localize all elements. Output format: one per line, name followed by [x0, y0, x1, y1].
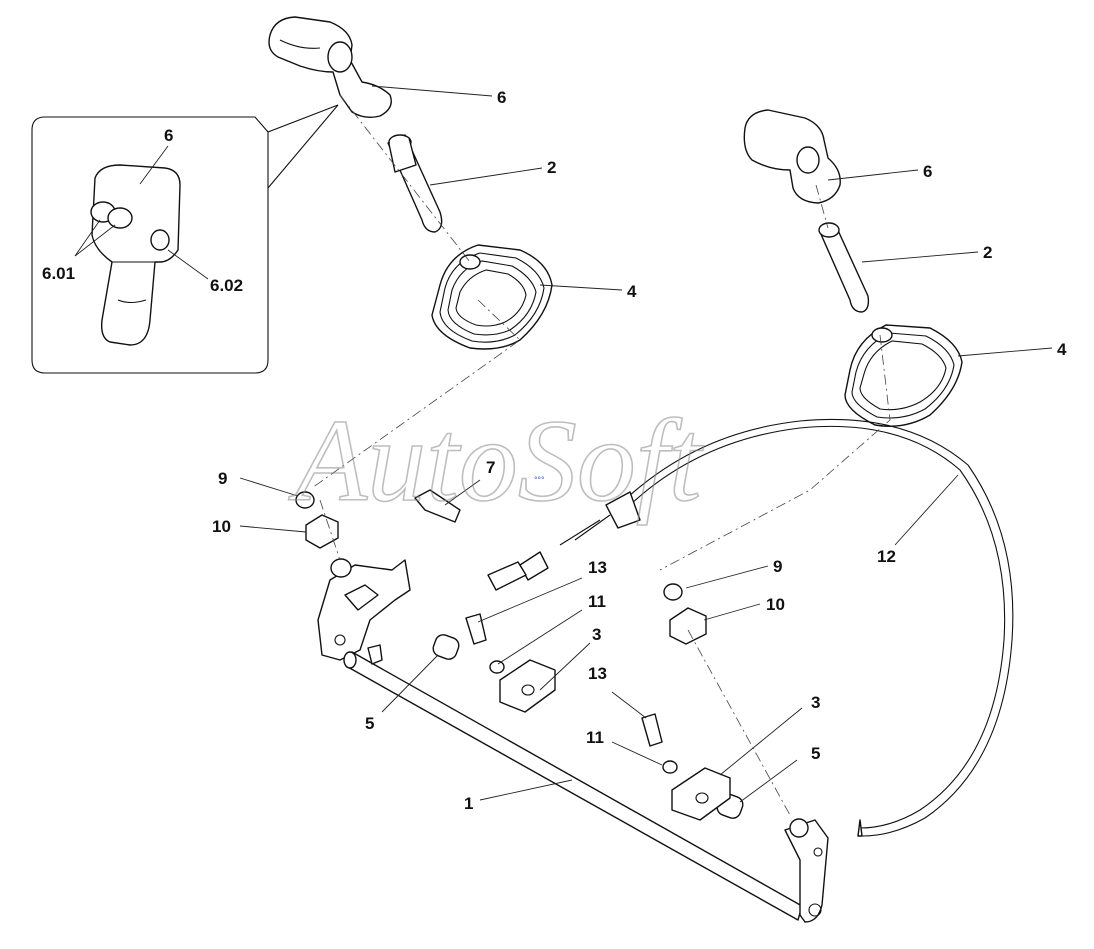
callout-3-right: 3	[811, 693, 820, 712]
callout-5-right: 5	[811, 744, 820, 763]
right-boot	[844, 324, 963, 427]
left-nut	[295, 491, 315, 509]
right-rod	[818, 222, 870, 313]
callout-6-right: 6	[923, 162, 932, 181]
right-nut	[663, 583, 683, 601]
left-boot	[431, 244, 553, 350]
callout-10-left: 10	[212, 517, 231, 536]
bolt	[414, 489, 461, 523]
autosoft-watermark: AutoSoft	[288, 395, 705, 526]
left-clamp	[499, 659, 556, 713]
callout-13-lower: 13	[588, 664, 607, 683]
left-lever-bracket	[317, 558, 411, 661]
inset-handle-icon	[90, 164, 181, 346]
watermark-mark: °°°	[534, 476, 545, 484]
callout-11-upper: 11	[588, 592, 606, 611]
callout-7: 7	[486, 458, 495, 477]
shift-cable	[487, 418, 1014, 837]
callout-6-02: 6.02	[210, 276, 243, 295]
upper-screw	[465, 613, 487, 645]
callout-9-right: 9	[773, 557, 782, 576]
callout-6-inset: 6	[164, 126, 173, 145]
callout-3-left: 3	[592, 625, 601, 644]
callout-4-left: 4	[627, 282, 637, 301]
callout-2-left: 2	[547, 158, 556, 177]
callout-13-upper: 13	[588, 558, 607, 577]
callout-12: 12	[877, 547, 896, 566]
handle-detail-inset	[31, 104, 339, 374]
right-block	[669, 607, 707, 645]
callout-2-right: 2	[983, 243, 992, 262]
callout-4-right: 4	[1057, 340, 1067, 359]
left-rod	[387, 134, 443, 233]
left-handle	[268, 16, 392, 119]
lower-washer	[662, 760, 678, 774]
callout-9-left: 9	[218, 469, 227, 488]
lower-screw	[641, 713, 663, 747]
callout-labels: 6 6.01 6.02 6 2 4 6 2 4 9 7 10 12 13 9 1…	[42, 88, 1067, 813]
leader-lines	[239, 85, 1053, 803]
callout-6-left: 6	[497, 88, 506, 107]
left-block	[305, 514, 339, 549]
left-bushing	[432, 634, 460, 660]
upper-washer	[489, 660, 505, 674]
right-lever-bracket	[784, 818, 829, 923]
callout-6-01: 6.01	[42, 264, 75, 283]
callout-11-lower: 11	[586, 728, 604, 747]
right-handle	[743, 109, 841, 204]
callout-10-right: 10	[766, 595, 785, 614]
shaft	[343, 644, 803, 921]
callout-5-left: 5	[365, 714, 374, 733]
right-clamp	[671, 767, 731, 821]
callout-1: 1	[464, 794, 473, 813]
